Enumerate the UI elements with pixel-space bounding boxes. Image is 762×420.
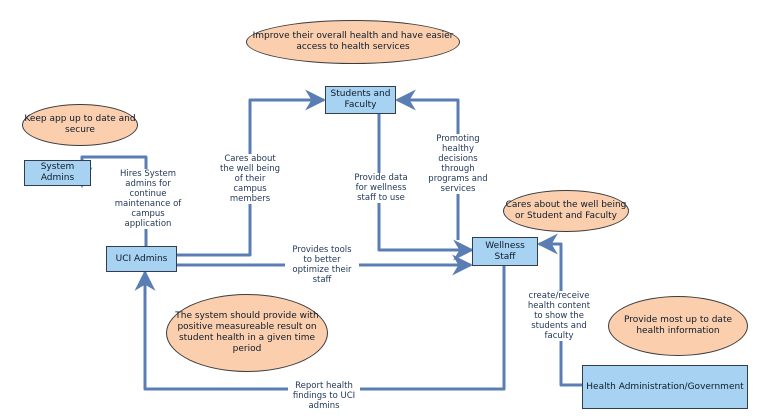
- edge-provide-data: [377, 114, 475, 261]
- note-improve-health: Improve their overall health and have ea…: [246, 20, 460, 64]
- edge-label-cares-campus: Cares about the well being of their camp…: [216, 154, 284, 204]
- edge-label-tools: Provides tools to better optimize their …: [285, 245, 359, 285]
- node-students-and-faculty[interactable]: Students and Faculty: [325, 86, 396, 114]
- node-uci-admins[interactable]: UCI Admins: [106, 246, 177, 272]
- edge-label-create-receive: create/receive health content to show th…: [524, 291, 594, 341]
- node-wellness-staff[interactable]: Wellness Staff: [472, 237, 538, 266]
- note-system-should-provide: The system should provide with positive …: [166, 294, 328, 372]
- edge-label-report: Report health findings to UCI admins: [288, 381, 360, 411]
- edge-label-hires: Hires System admins for continue mainten…: [112, 169, 184, 229]
- node-system-admins[interactable]: System Admins: [24, 160, 91, 186]
- note-cares-wellness: Cares about the well being or Student an…: [503, 190, 629, 232]
- note-provide-most-recent: Provide most up to date health informati…: [608, 296, 748, 356]
- edge-label-provide-data: Provide data for wellness staff to use: [350, 173, 412, 203]
- node-health-administration[interactable]: Health Administration/Government: [582, 365, 748, 409]
- edge-label-promoting: Promoting healthy decisions through prog…: [425, 134, 491, 194]
- note-keep-app-updated: Keep app up to date and secure: [22, 104, 138, 146]
